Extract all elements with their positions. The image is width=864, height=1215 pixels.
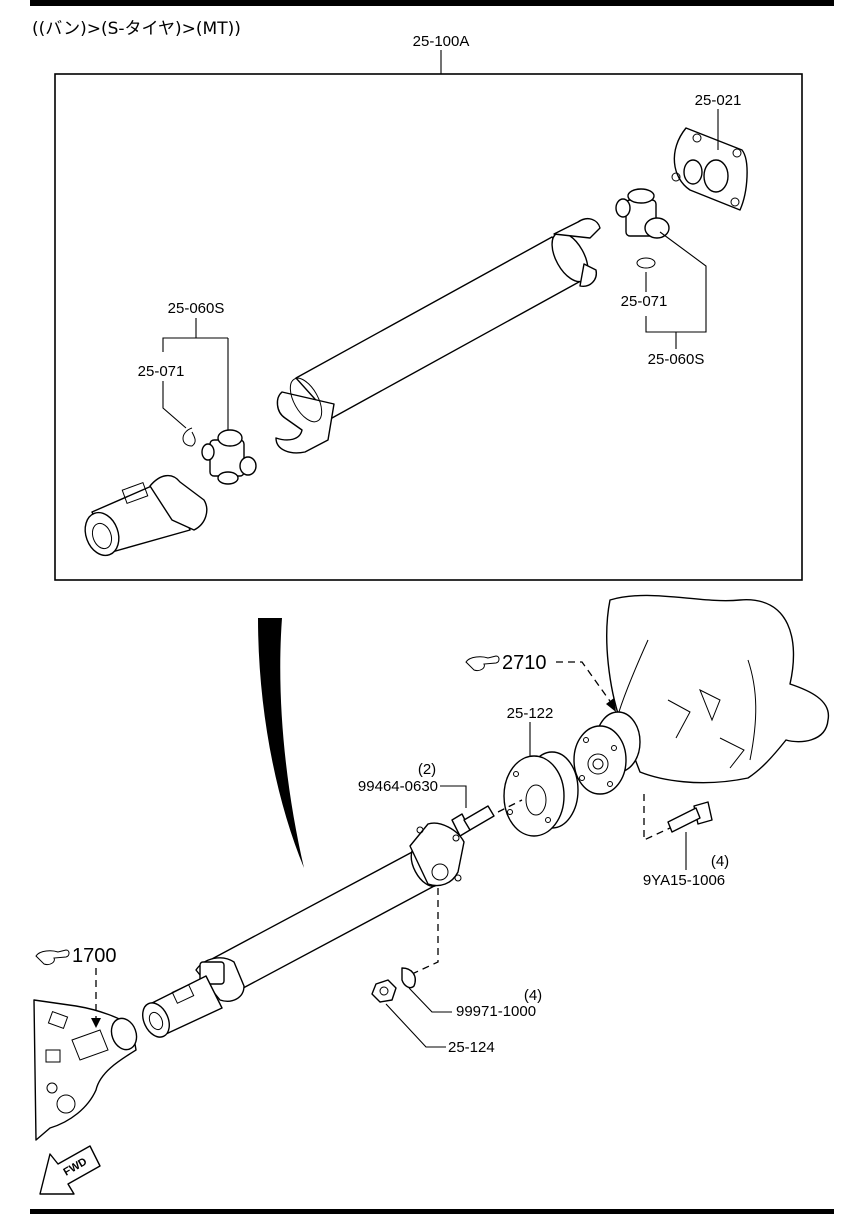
top-border — [30, 0, 834, 6]
slip-yoke — [84, 475, 208, 557]
label-flange-bolt-qty: (4) — [711, 853, 729, 870]
ref-1700: 1700 — [35, 945, 117, 1028]
washer-99971-1000 — [401, 967, 416, 989]
label-25-122: 25-122 — [507, 705, 554, 722]
label-25-071-left: 25-071 — [138, 363, 185, 380]
assembly-group: 25-100A 25-021 — [54, 33, 803, 581]
damper-bolt — [451, 805, 495, 837]
label-99464-0630: 99464-0630 — [358, 778, 438, 795]
snap-ring-right — [636, 257, 656, 269]
label-99971-1000: 99971-1000 — [456, 1003, 536, 1020]
flange-bolt — [667, 801, 713, 833]
pointing-hand-icon — [465, 655, 500, 671]
propeller-tube-exploded — [275, 218, 601, 454]
assembly-box — [54, 73, 803, 581]
label-25-100a: 25-100A — [413, 33, 470, 50]
differential-housing — [573, 594, 830, 795]
transmission-end — [33, 999, 138, 1141]
bottom-border — [30, 1209, 834, 1214]
label-25-060s-left: 25-060S — [168, 300, 225, 317]
label-bolt-qty: (2) — [418, 761, 436, 778]
fwd-arrow-icon: FWD — [39, 1145, 101, 1195]
nut-25-124 — [371, 979, 397, 1003]
flange-yoke — [671, 127, 748, 211]
label-1700: 1700 — [72, 945, 117, 967]
page-title: ((バン)>(S-タイヤ)>(MT)) — [32, 19, 241, 39]
label-2710: 2710 — [502, 652, 547, 674]
label-25-071-right: 25-071 — [621, 293, 668, 310]
dynamic-damper — [503, 751, 579, 837]
label-25-124: 25-124 — [448, 1039, 495, 1056]
spider-left — [201, 429, 257, 485]
label-25-060s-right: 25-060S — [648, 351, 705, 368]
ref-2710: 2710 — [465, 652, 616, 712]
propeller-shaft-installed — [142, 822, 465, 1038]
snap-ring-left — [182, 427, 196, 447]
label-washer-qty: (4) — [524, 987, 542, 1004]
pointing-hand-icon — [35, 949, 70, 965]
label-9ya15-1006: 9YA15-1006 — [643, 872, 725, 889]
install-arrow-stroke — [258, 618, 304, 868]
spider-right — [615, 188, 670, 239]
label-25-021: 25-021 — [695, 92, 742, 109]
